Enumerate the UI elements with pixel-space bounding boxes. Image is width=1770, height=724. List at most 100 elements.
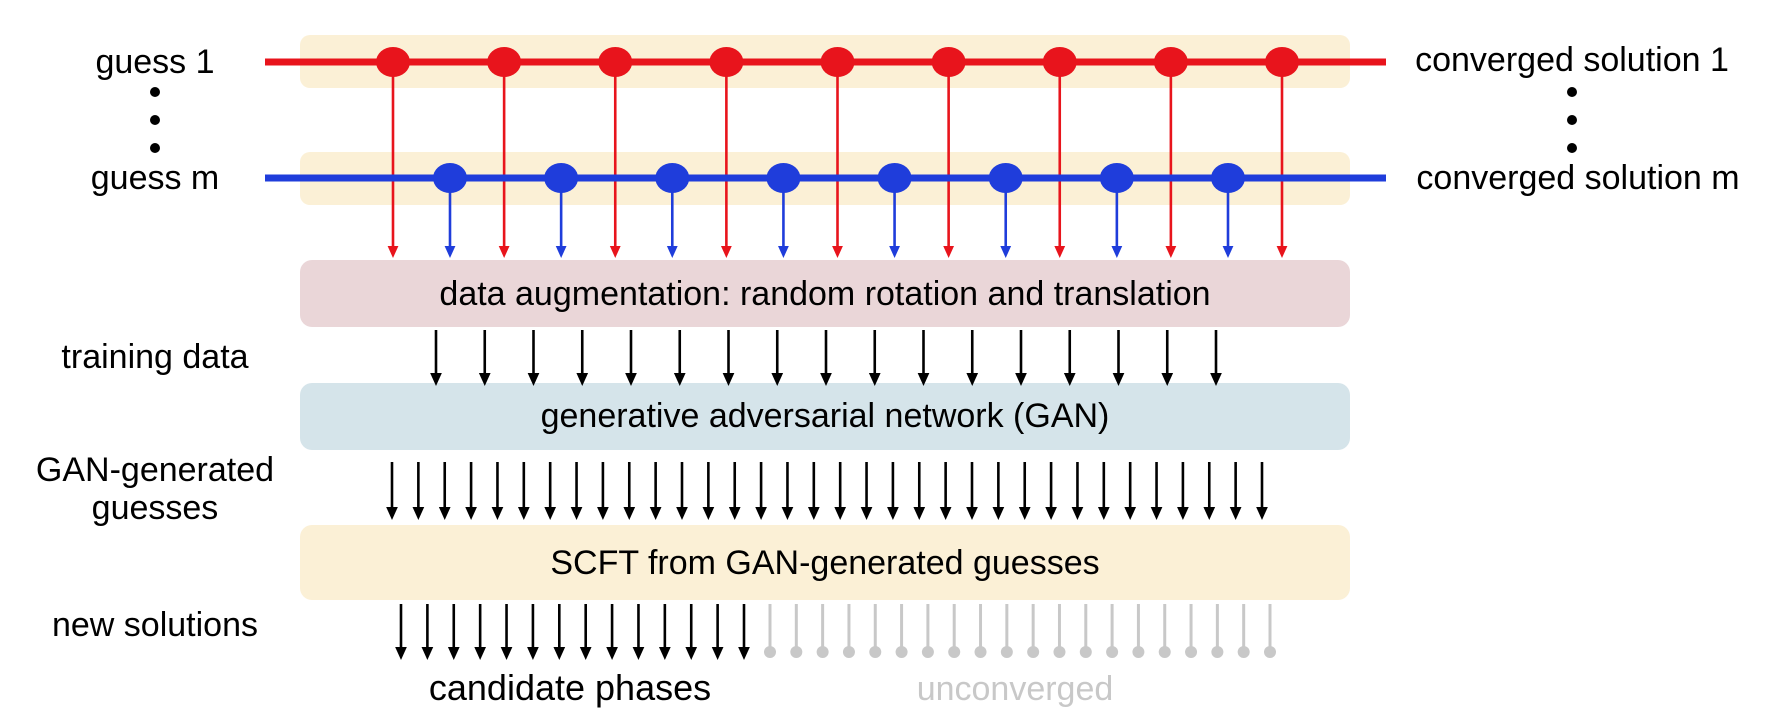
unconverged-stubs: [764, 604, 1276, 658]
gan-generated-arrow: [623, 462, 636, 520]
gan-generated-arrow: [702, 462, 715, 520]
gan-generated-arrow: [887, 462, 899, 520]
unconverged-stub: [1158, 604, 1171, 658]
guessm-node: [766, 163, 801, 193]
unconverged-stub: [1132, 604, 1145, 658]
gan-generated-arrow: [1071, 462, 1084, 520]
training-arrow: [820, 330, 832, 386]
guessm-node: [544, 163, 579, 193]
unconverged-stub: [1211, 604, 1224, 658]
unconverged-stub: [1000, 604, 1013, 658]
training-arrow: [1063, 330, 1076, 386]
training-arrow: [430, 330, 442, 386]
gan-generated-arrow: [966, 462, 978, 520]
training-arrow: [1015, 330, 1027, 386]
unconverged-stub: [974, 604, 987, 658]
gan-generated-arrow: [1177, 462, 1189, 520]
gan-generated-arrow: [386, 462, 398, 520]
guess1-node: [598, 47, 633, 77]
gan-generated-arrow: [939, 462, 952, 520]
gan-generated-arrow: [728, 462, 741, 520]
candidate-arrow: [421, 604, 434, 660]
guess1-drop-arrow: [1276, 62, 1288, 258]
candidate-arrow: [474, 604, 487, 660]
unconverged-stub: [1053, 604, 1066, 658]
gan-generated-arrow: [438, 462, 451, 520]
unconverged-stub: [1237, 604, 1250, 658]
candidate-arrow: [500, 604, 513, 660]
guess1-node: [820, 47, 855, 77]
gan-generated-arrow: [517, 462, 530, 520]
gan-generated-arrow: [649, 462, 662, 520]
candidate-arrow: [527, 604, 539, 660]
augmentation-box: [300, 260, 1350, 327]
right-ellipsis-dots: [1567, 87, 1577, 153]
gan-generated-arrow: [412, 462, 425, 520]
training-arrow: [527, 330, 540, 386]
training-arrow: [771, 330, 784, 386]
training-arrow: [1161, 330, 1174, 386]
candidate-arrow: [685, 604, 698, 660]
scft-box-label: SCFT from GAN-generated guesses: [550, 544, 1099, 582]
unconverged-stub: [790, 604, 803, 658]
gan-generated-arrow: [465, 462, 477, 520]
candidate-arrow: [395, 604, 407, 660]
training-arrow: [1112, 330, 1125, 386]
guess1-drop-arrow: [387, 62, 399, 258]
guess1-drop-arrow: [832, 62, 843, 258]
converged-solution-1-label: converged solution 1: [1415, 41, 1729, 79]
unconverged-stub: [816, 604, 829, 658]
guess1-drop-arrow: [609, 62, 621, 258]
guessm-node: [433, 163, 467, 193]
guess1-drop-arrow: [1165, 62, 1177, 258]
unconverged-stub: [1264, 604, 1276, 658]
guess1-node: [1153, 47, 1188, 77]
gan-generated-arrows: [386, 462, 1268, 520]
candidate-arrow: [447, 604, 460, 660]
training-data-arrows: [430, 330, 1222, 386]
gan-box: [300, 383, 1350, 450]
unconverged-stub: [842, 604, 855, 658]
guessm-node: [988, 163, 1023, 193]
unconverged-stub: [921, 604, 934, 658]
training-arrow: [917, 330, 930, 386]
gan-generated-arrow: [1150, 462, 1163, 520]
gan-generated-arrow: [1256, 462, 1268, 520]
guess-1-label: guess 1: [95, 43, 214, 81]
training-arrow: [1210, 330, 1222, 386]
unconverged-stub: [895, 604, 908, 658]
training-arrow: [966, 330, 979, 386]
gan-generated-arrow: [807, 462, 820, 520]
gan-generated-arrow: [491, 462, 504, 520]
gan-generated-arrow: [755, 462, 767, 520]
gan-generated-arrow: [860, 462, 873, 520]
unconverged-stub: [948, 604, 961, 658]
guessm-node: [877, 163, 912, 193]
gan-generated-arrow: [676, 462, 688, 520]
guessm-node: [1099, 163, 1134, 193]
training-arrow: [673, 330, 686, 386]
gan-generated-arrow: [992, 462, 1005, 520]
guess1-drop-arrow: [720, 62, 732, 258]
gan-generated-arrow: [544, 462, 557, 520]
gan-generated-arrow: [834, 462, 847, 520]
guess1-node: [931, 47, 966, 77]
candidate-phases-label: candidate phases: [429, 667, 711, 708]
gan-generated-arrow: [597, 462, 609, 520]
guess1-node: [376, 47, 410, 77]
training-arrow: [478, 330, 491, 386]
unconverged-stub: [869, 604, 882, 658]
gan-generated-arrow: [1229, 462, 1242, 520]
gan-generated-arrow: [781, 462, 794, 520]
guess1-drop-arrow: [498, 62, 510, 258]
candidate-phase-arrows: [395, 604, 750, 660]
left-ellipsis-dots: [150, 87, 160, 153]
gan-generated-arrow: [1097, 462, 1110, 520]
gan-generated-arrow: [1018, 462, 1031, 520]
scft-box: [300, 525, 1350, 600]
augmentation-box-label: data augmentation: random rotation and t…: [439, 275, 1210, 313]
candidate-arrow: [579, 604, 592, 660]
candidate-arrow: [738, 604, 750, 660]
guessm-nodes: [433, 163, 1245, 193]
